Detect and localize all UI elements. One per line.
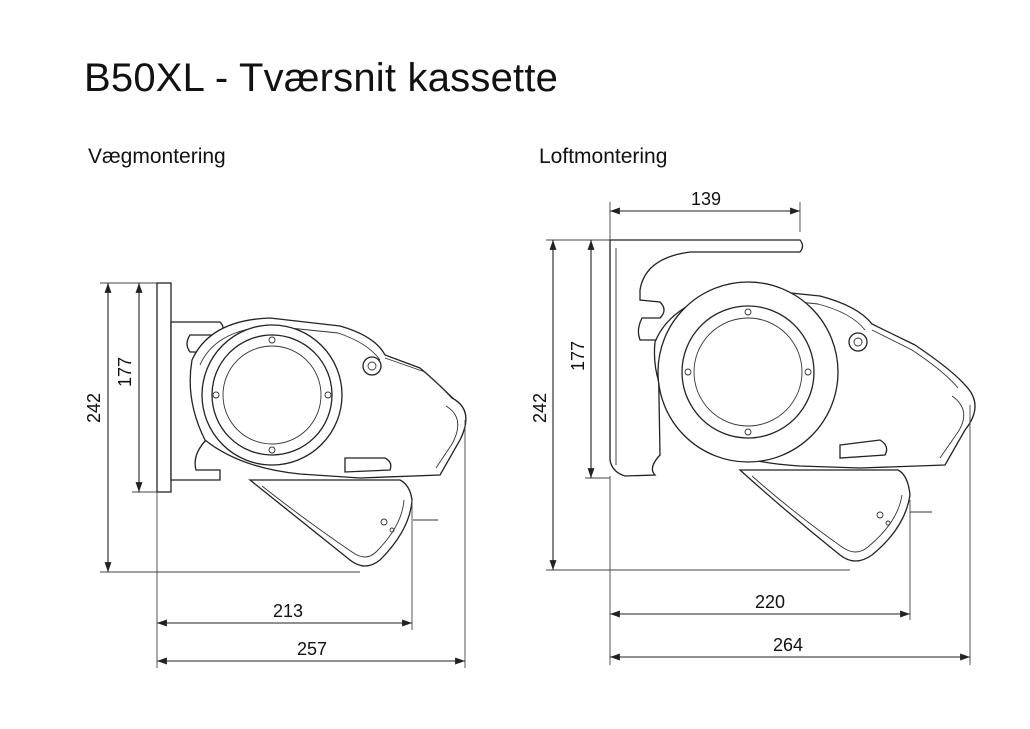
dim-label-width-total-ceiling: 264 xyxy=(773,635,803,655)
page-title: B50XL - Tværsnit kassette xyxy=(84,56,559,100)
ceiling-bracket xyxy=(609,239,804,477)
dim-label-width-inner-wall: 213 xyxy=(273,601,303,621)
roller-tube-ceiling xyxy=(657,281,839,463)
wall-mount-view: 242 177 213 257 xyxy=(84,282,467,668)
roller-tube xyxy=(201,324,343,466)
view-title-ceiling: Loftmontering xyxy=(539,145,668,168)
view-title-wall: Vægmontering xyxy=(88,145,226,168)
dim-label-height-inner-wall: 177 xyxy=(115,357,135,387)
dim-label-height-inner-ceiling: 177 xyxy=(568,341,588,371)
dim-label-top-width-ceiling: 139 xyxy=(691,189,721,209)
dim-label-width-total-wall: 257 xyxy=(297,639,327,659)
ceiling-mount-view: 139 242 177 220 264 xyxy=(530,189,976,665)
dim-label-width-inner-ceiling: 220 xyxy=(755,592,785,612)
dim-label-height-total-ceiling: 242 xyxy=(530,393,550,423)
dim-label-height-total-wall: 242 xyxy=(84,393,104,423)
